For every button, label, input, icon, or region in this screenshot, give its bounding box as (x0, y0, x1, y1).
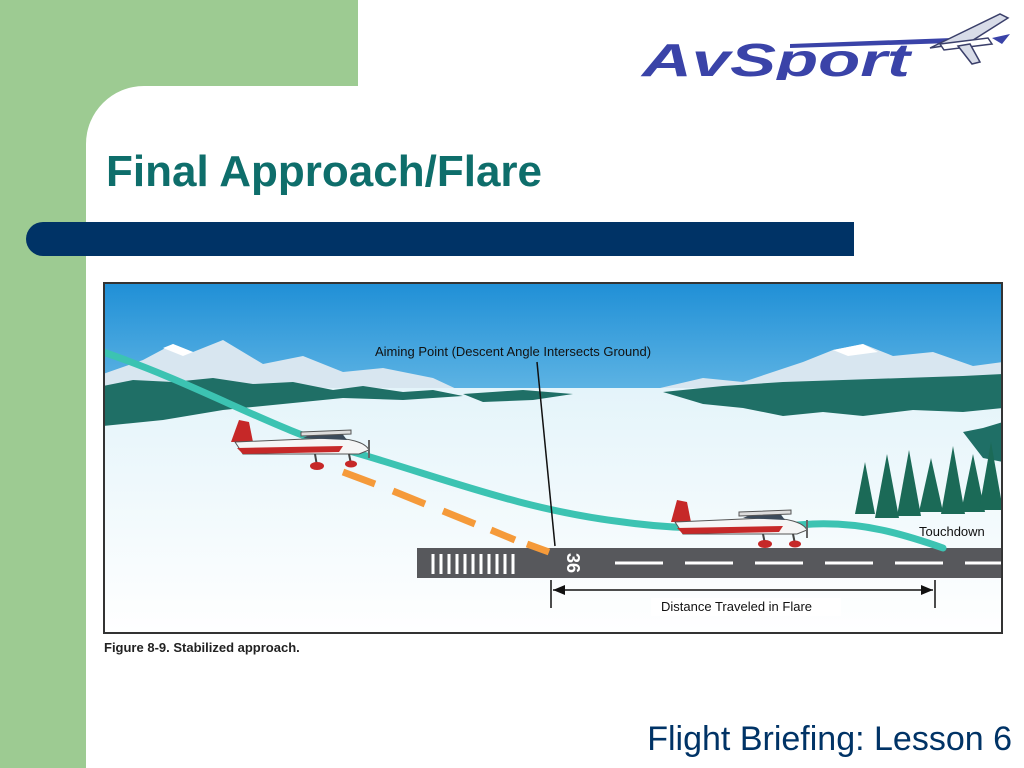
airplane-approach-icon (231, 420, 370, 470)
runway (417, 548, 1003, 578)
title-underline-bar (26, 222, 854, 256)
figure-border (103, 282, 1003, 634)
page-title: Final Approach/Flare (106, 147, 543, 196)
figure-caption: Figure 8-9. Stabilized approach. (104, 640, 300, 655)
distance-label: Distance Traveled in Flare (661, 599, 812, 614)
logo-wordmark: AvSport (641, 34, 913, 80)
runway-number: 36 (563, 553, 583, 573)
distance-label-bg (651, 598, 841, 616)
stabilized-approach-figure: 36 Aiming Point (Descent Angle Intersect… (103, 282, 1003, 634)
flight-path (103, 348, 947, 552)
airplane-logo-icon (790, 13, 1010, 65)
evergreen-trees (855, 442, 1003, 518)
avsport-logo: AvSport (641, 13, 1010, 80)
flare-distance-dimension (550, 580, 936, 608)
footer-lesson-title: Flight Briefing: Lesson 6 (647, 720, 1012, 758)
airplane-flare-icon (671, 500, 808, 548)
descent-angle-line (341, 468, 551, 556)
aiming-point-label: Aiming Point (Descent Angle Intersects G… (375, 344, 651, 359)
aiming-point-leader (536, 361, 556, 547)
touchdown-label: Touchdown (919, 524, 985, 539)
